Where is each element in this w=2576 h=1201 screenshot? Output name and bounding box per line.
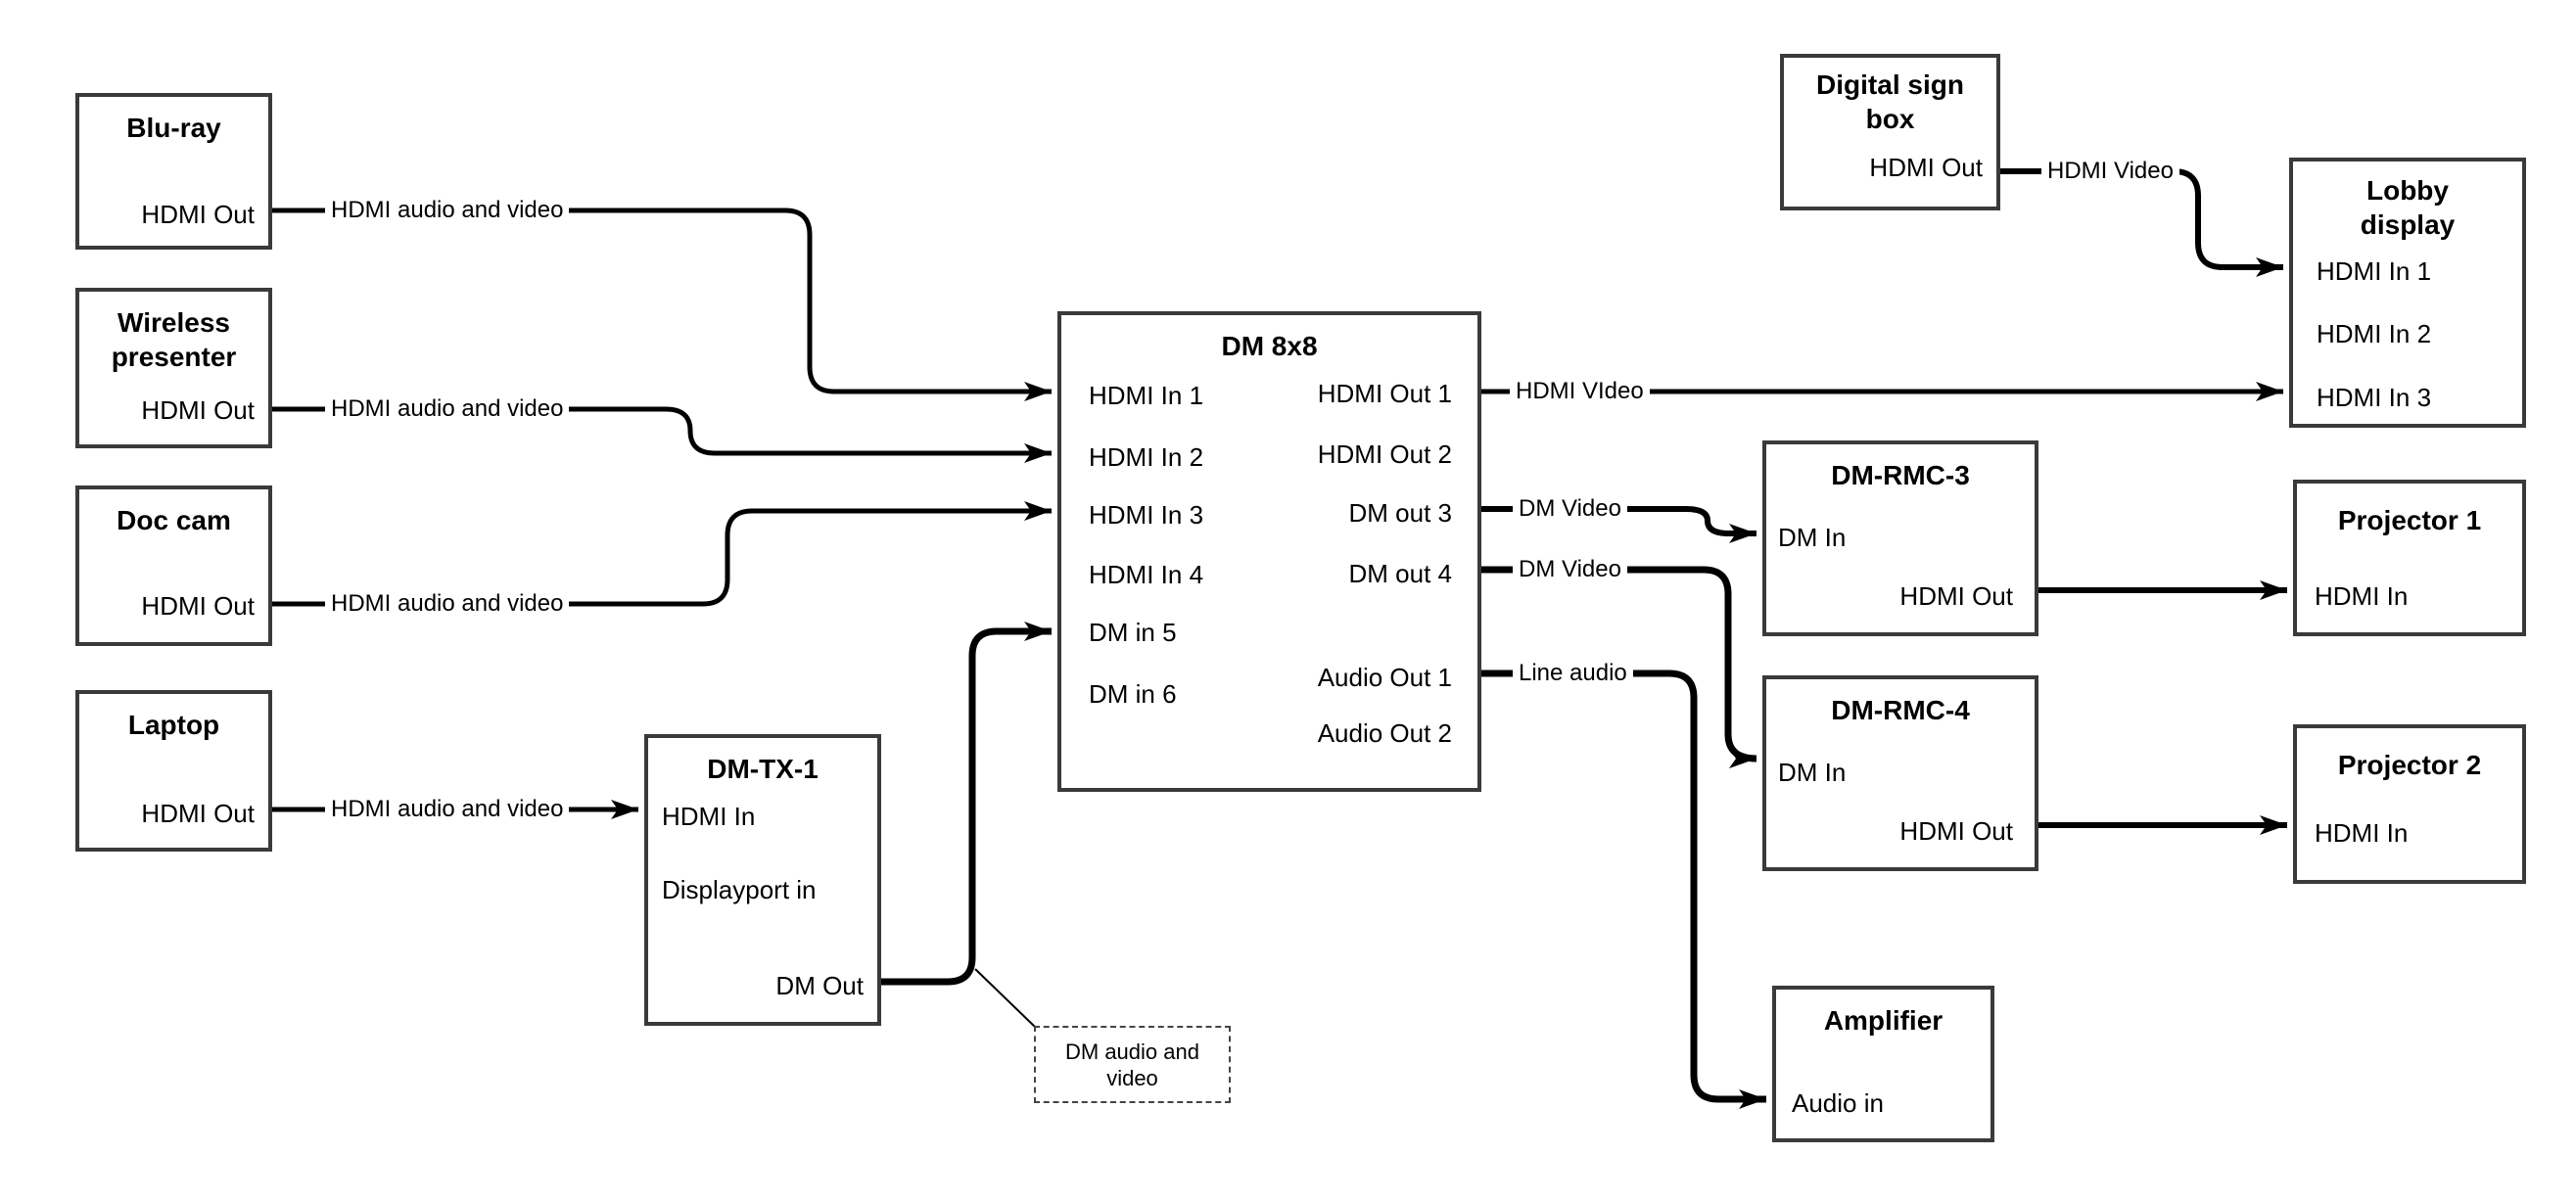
port-dm8x8-dm-out-4: DM out 4 — [1348, 559, 1453, 588]
wire-bluray-to-dm8x8-in1 — [272, 208, 1052, 401]
node-lobby-title: Lobby display — [2293, 173, 2522, 242]
port-dm8x8-hdmi-in-4: HDMI In 4 — [1089, 560, 1204, 589]
node-wireless-title-line2: presenter — [111, 342, 237, 372]
wire-label-hdmi-av-1: HDMI audio and video — [325, 197, 570, 224]
wire-label-hdmi-av-3: HDMI audio and video — [325, 590, 570, 618]
node-dm-8x8-title: DM 8x8 — [1221, 331, 1318, 361]
port-wireless-hdmi-out: HDMI Out — [141, 395, 255, 425]
wire-dmtx1-to-dm8x8-in5 — [881, 622, 1052, 986]
port-dmtx1-dm-out: DM Out — [775, 971, 864, 1000]
node-dm-8x8: DM 8x8 HDMI In 1 HDMI In 2 HDMI In 3 HDM… — [1057, 311, 1481, 792]
wire-dm8x8-audio1-to-amplifier — [1481, 670, 1766, 1109]
callout-text-line1: DM audio and — [1065, 1039, 1199, 1064]
port-dm8x8-hdmi-out-2: HDMI Out 2 — [1317, 439, 1452, 469]
callout-text-line2: video — [1106, 1066, 1158, 1090]
port-lobby-hdmi-in-2: HDMI In 2 — [2317, 319, 2432, 348]
node-dm-rmc-4: DM-RMC-4 DM In HDMI Out — [1762, 675, 2038, 871]
port-dm8x8-hdmi-out-1: HDMI Out 1 — [1317, 379, 1452, 408]
port-bluray-hdmi-out: HDMI Out — [141, 200, 255, 229]
callout-dm-audio-video: DM audio and video — [1034, 1026, 1231, 1103]
node-doc-cam: Doc cam HDMI Out — [75, 485, 272, 646]
wire-label-hdmi-av-2: HDMI audio and video — [325, 395, 570, 423]
node-dm-tx-1-title: DM-TX-1 — [707, 754, 819, 784]
node-dm-rmc-3-title: DM-RMC-3 — [1831, 460, 1970, 490]
wire-label-dm-video-4: DM Video — [1513, 556, 1627, 583]
port-amplifier-audio-in: Audio in — [1792, 1088, 1884, 1118]
port-dm8x8-audio-out-1: Audio Out 1 — [1317, 663, 1452, 692]
port-dm8x8-audio-out-2: Audio Out 2 — [1317, 718, 1452, 748]
wire-doccam-to-dm8x8-in3 — [272, 501, 1052, 607]
node-digital-sign-title: Digital sign box — [1784, 68, 1996, 136]
port-projector1-hdmi-in: HDMI In — [2315, 581, 2409, 611]
wire-label-line-audio: Line audio — [1513, 660, 1633, 687]
node-doc-cam-title: Doc cam — [117, 505, 231, 535]
node-digital-sign-box: Digital sign box HDMI Out — [1780, 54, 2000, 210]
port-dm8x8-hdmi-in-2: HDMI In 2 — [1089, 442, 1204, 472]
node-dm-tx-1: DM-TX-1 HDMI In Displayport in DM Out — [644, 734, 881, 1026]
node-bluray-title: Blu-ray — [126, 113, 221, 143]
wire-label-hdmi-av-4: HDMI audio and video — [325, 796, 570, 823]
port-rmc4-hdmi-out: HDMI Out — [1899, 816, 2013, 846]
node-amplifier-title: Amplifier — [1823, 1005, 1944, 1036]
node-digital-sign-title-line2: box — [1865, 104, 1915, 134]
node-projector-1: Projector 1 HDMI In — [2293, 480, 2526, 636]
port-rmc3-hdmi-out: HDMI Out — [1899, 581, 2013, 611]
node-lobby-title-line1: Lobby — [2366, 175, 2449, 206]
port-dm8x8-dm-in-5: DM in 5 — [1089, 618, 1177, 647]
port-dm8x8-hdmi-in-3: HDMI In 3 — [1089, 500, 1204, 530]
port-dmtx1-hdmi-in: HDMI In — [662, 802, 756, 831]
node-dm-rmc-4-title: DM-RMC-4 — [1831, 695, 1970, 725]
port-lobby-hdmi-in-3: HDMI In 3 — [2317, 383, 2432, 412]
port-lobby-hdmi-in-1: HDMI In 1 — [2317, 256, 2432, 286]
callout-leader-line — [974, 968, 1036, 1028]
node-lobby-display: Lobby display HDMI In 1 HDMI In 2 HDMI I… — [2289, 158, 2526, 428]
node-laptop-title: Laptop — [127, 710, 220, 740]
port-projector2-hdmi-in: HDMI In — [2315, 818, 2409, 848]
node-bluray: Blu-ray HDMI Out — [75, 93, 272, 250]
port-dmtx1-displayport-in: Displayport in — [662, 875, 817, 904]
port-doc-cam-hdmi-out: HDMI Out — [141, 591, 255, 621]
port-rmc3-dm-in: DM In — [1778, 523, 1847, 552]
port-dm8x8-dm-out-3: DM out 3 — [1348, 498, 1453, 528]
port-dm8x8-dm-in-6: DM in 6 — [1089, 679, 1177, 709]
node-dm-rmc-3: DM-RMC-3 DM In HDMI Out — [1762, 440, 2038, 636]
node-projector-2: Projector 2 HDMI In — [2293, 724, 2526, 884]
wire-label-hdmi-video-sign: HDMI Video — [2041, 158, 2179, 185]
node-projector-1-title: Projector 1 — [2337, 505, 2482, 535]
wire-label-dm-video-3: DM Video — [1513, 495, 1627, 523]
port-dm8x8-hdmi-in-1: HDMI In 1 — [1089, 381, 1204, 410]
node-lobby-title-line2: display — [2360, 209, 2456, 240]
wire-wireless-to-dm8x8-in2 — [272, 406, 1052, 463]
node-wireless-title-line1: Wireless — [117, 307, 230, 338]
node-wireless-title: Wireless presenter — [79, 305, 268, 374]
wire-dm8x8-out3-to-rmc3 — [1481, 506, 1756, 543]
node-wireless-presenter: Wireless presenter HDMI Out — [75, 288, 272, 448]
node-digital-sign-title-line1: Digital sign — [1816, 69, 1964, 100]
port-laptop-hdmi-out: HDMI Out — [141, 799, 255, 828]
node-amplifier: Amplifier Audio in — [1772, 986, 1994, 1142]
port-rmc4-dm-in: DM In — [1778, 758, 1847, 787]
wire-label-hdmi-video-dm: HDMI VIdeo — [1510, 378, 1650, 405]
port-sign-hdmi-out: HDMI Out — [1869, 153, 1983, 182]
node-laptop: Laptop HDMI Out — [75, 690, 272, 852]
wire-dm8x8-out4-to-rmc4 — [1481, 566, 1757, 768]
node-projector-2-title: Projector 2 — [2337, 750, 2482, 780]
wire-sign-to-lobby-in1 — [2000, 168, 2283, 277]
